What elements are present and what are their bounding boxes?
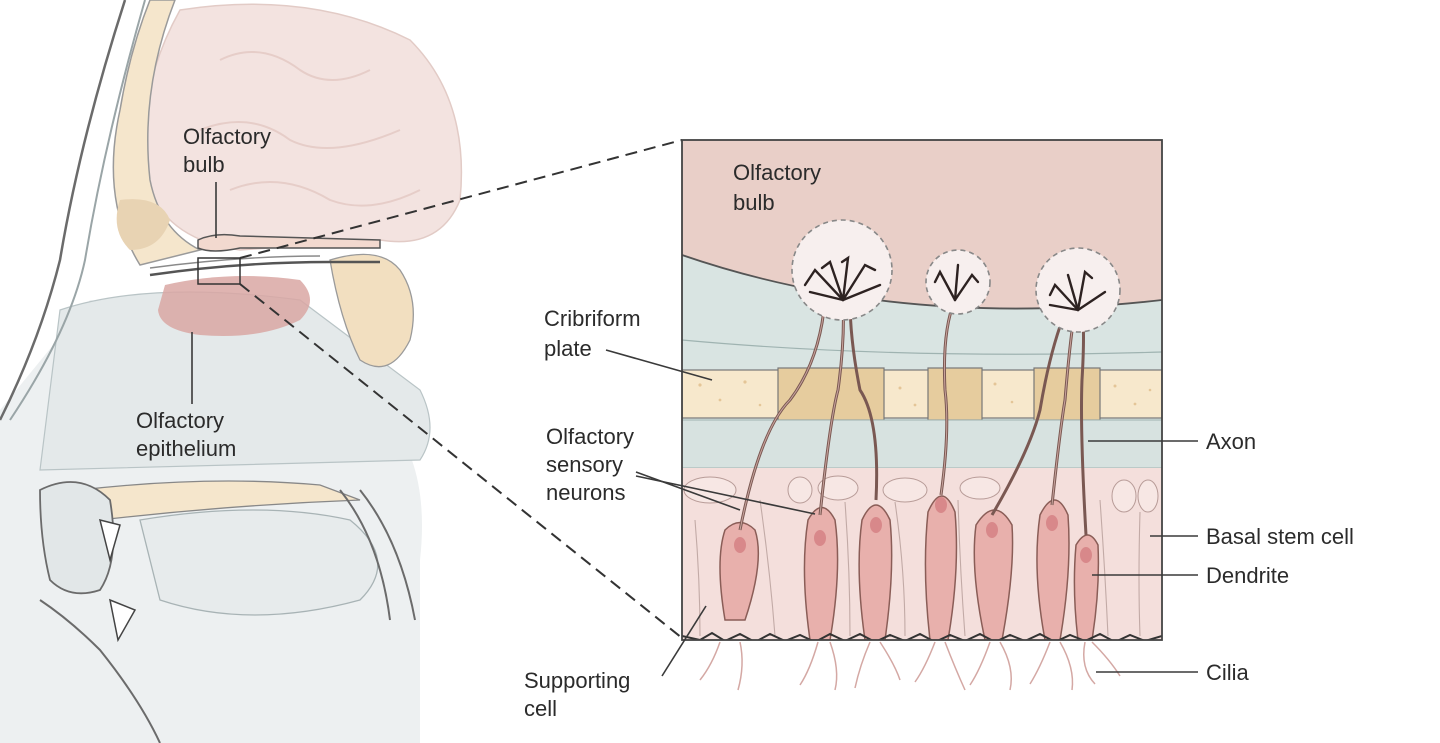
supporting-cells xyxy=(694,499,1141,637)
zoom-box xyxy=(197,257,241,285)
sphenoid-bone xyxy=(329,253,414,368)
neuron xyxy=(858,504,893,640)
cribriform-leader xyxy=(605,349,713,381)
palate xyxy=(78,480,361,521)
overview-olfactory-epithelium xyxy=(158,276,310,336)
basal-stem-label: Basal stem cell xyxy=(1206,524,1354,549)
overview-epithelium-label: Olfactory epithelium xyxy=(136,408,236,461)
cilia xyxy=(699,641,1121,691)
overview-bulb-label: Olfactory bulb xyxy=(183,124,277,177)
supporting-label: Supporting cell xyxy=(524,668,637,721)
supporting-label-line-2: cell xyxy=(524,696,557,721)
glomerulus xyxy=(1035,247,1121,333)
neurons-label-line-1: Olfactory xyxy=(546,424,634,449)
pharynx-line xyxy=(359,489,416,621)
detail-bulb-label: Olfactory bulb xyxy=(733,160,827,215)
glomerulus xyxy=(791,219,893,321)
sinus xyxy=(116,199,170,250)
neuron xyxy=(803,506,839,640)
epithelium-top-cells xyxy=(683,475,1159,513)
overview-epithelium-label-line-1: Olfactory xyxy=(136,408,224,433)
zoom-connector-top xyxy=(239,139,683,259)
overview-bulb-label-line-2: bulb xyxy=(183,152,225,177)
brain-fold xyxy=(219,51,371,81)
detail-bulb-label-line-2: bulb xyxy=(733,190,775,215)
neuron xyxy=(924,495,958,640)
axon-terminals xyxy=(803,255,1107,312)
head-overview: Olfactory bulb Olfactory epithelium xyxy=(0,0,463,743)
mucosa-line xyxy=(682,339,1162,355)
cribriform-label: Cribriform plate xyxy=(544,306,647,361)
lip-teeth xyxy=(39,481,115,595)
overview-bulb-label-line-1: Olfactory xyxy=(183,124,271,149)
chin xyxy=(39,599,161,743)
neuron xyxy=(1073,534,1100,640)
bone-speckles xyxy=(698,380,1152,407)
neurons-leader-1 xyxy=(635,471,741,511)
neuron xyxy=(719,521,760,621)
tongue xyxy=(139,509,379,616)
glomerulus xyxy=(925,249,991,315)
neurons-leader-2 xyxy=(635,475,816,515)
tooth xyxy=(98,518,121,563)
brain-fold xyxy=(199,121,401,149)
glomeruli xyxy=(791,219,1121,333)
axon-label: Axon xyxy=(1206,429,1256,454)
tooth xyxy=(108,598,137,643)
brain-fold xyxy=(229,181,421,207)
cribriform-foramen xyxy=(927,367,983,421)
frontal-bone xyxy=(112,0,203,266)
supporting-leader xyxy=(661,605,707,677)
olfactory-neurons xyxy=(719,495,1100,640)
cribriform-label-line-2: plate xyxy=(544,336,592,361)
supporting-label-line-1: Supporting xyxy=(524,668,630,693)
neurons-label-line-2: sensory xyxy=(546,452,623,477)
overview-olfactory-bulb xyxy=(197,233,381,252)
cribriform-line-2 xyxy=(149,255,321,269)
detail-bulb-label-line-1: Olfactory xyxy=(733,160,821,185)
pharynx-line xyxy=(339,489,391,621)
neuron xyxy=(1036,499,1070,640)
cribriform-label-line-1: Cribriform xyxy=(544,306,641,331)
neurons-label: Olfactory sensory neurons xyxy=(546,424,640,505)
cribriform-line xyxy=(149,260,380,277)
cilia-label: Cilia xyxy=(1206,660,1250,685)
detail-panel: Olfactory bulb Cribriform plate Olfactor… xyxy=(524,139,1354,721)
dendrite-label: Dendrite xyxy=(1206,563,1289,588)
nose-outline xyxy=(0,0,127,421)
neurons-label-line-3: neurons xyxy=(546,480,626,505)
lamina-propria xyxy=(682,419,1162,469)
neuron xyxy=(973,509,1014,640)
nose-outline-inner xyxy=(9,0,146,421)
detail-panel-frame xyxy=(681,139,1163,641)
overview-epithelium-label-line-2: epithelium xyxy=(136,436,236,461)
